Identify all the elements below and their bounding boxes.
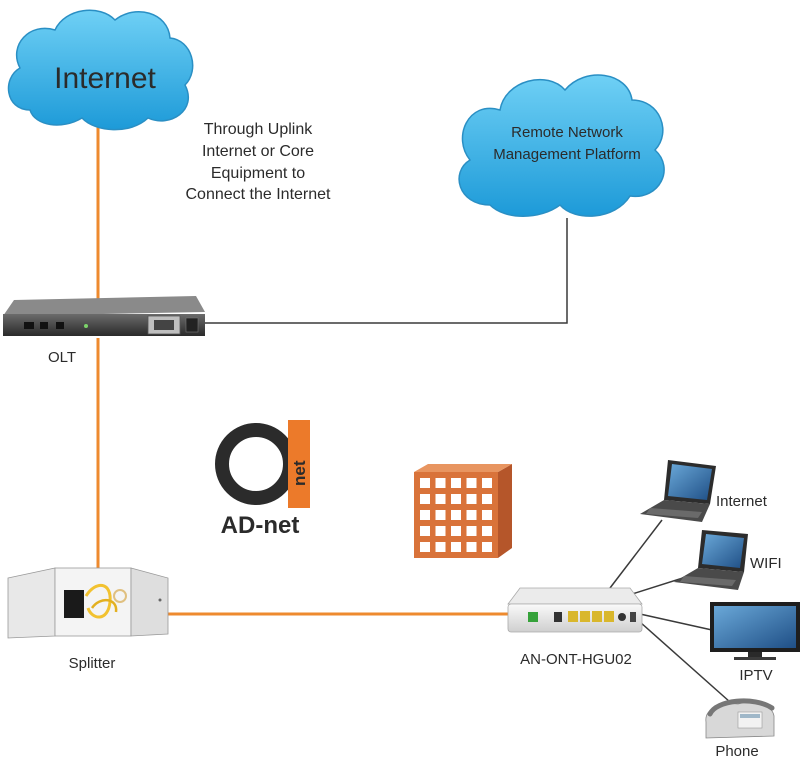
logo-bar-icon xyxy=(288,420,310,508)
remote-cloud-label-line1: Remote Network xyxy=(511,124,623,141)
client-iptv-label: IPTV xyxy=(739,667,772,684)
phone-icon xyxy=(705,698,775,739)
remote-management-cloud: Remote Network Management Platform xyxy=(458,74,665,217)
cloud-icon xyxy=(7,9,194,131)
ont-router-icon xyxy=(507,587,643,633)
logo-brand-text: AD-net xyxy=(221,512,300,539)
adnet-logo: net AD-net xyxy=(215,420,310,539)
internet-cloud: Internet xyxy=(7,9,194,131)
laptop-icon xyxy=(674,530,748,590)
uplink-note-line2: Internet or Core xyxy=(202,143,314,160)
ont-device: AN-ONT-HGU02 xyxy=(507,587,643,668)
splitter-cabinet-icon xyxy=(7,567,169,639)
client-phone-label: Phone xyxy=(715,743,758,759)
laptop-icon xyxy=(640,460,716,522)
client-internet-label: Internet xyxy=(716,493,768,510)
client-wifi: WIFI xyxy=(674,530,782,590)
mgmt-link-olt-remote xyxy=(205,218,568,324)
splitter-device: Splitter xyxy=(7,567,169,672)
olt-device: OLT xyxy=(3,296,205,366)
uplink-note-line3: Equipment to xyxy=(211,165,305,182)
logo-mark-text: net xyxy=(290,460,309,486)
client-iptv: IPTV xyxy=(710,602,800,684)
links xyxy=(96,110,731,703)
logo-ring-icon xyxy=(215,423,297,505)
client-wifi-label: WIFI xyxy=(750,555,782,572)
olt-label: OLT xyxy=(48,349,76,366)
uplink-note: Through Uplink Internet or Core Equipmen… xyxy=(186,121,332,203)
building-icon xyxy=(414,464,512,558)
tv-icon xyxy=(710,602,800,660)
link-ont-internet-laptop xyxy=(609,519,663,589)
olt-rack-icon xyxy=(3,296,205,336)
splitter-label: Splitter xyxy=(69,655,116,672)
ont-label: AN-ONT-HGU02 xyxy=(520,651,632,668)
client-internet: Internet xyxy=(640,460,768,522)
uplink-note-line4: Connect the Internet xyxy=(186,186,332,203)
link-ont-phone xyxy=(639,621,731,703)
client-phone: Phone xyxy=(705,698,775,759)
cloud-icon xyxy=(458,74,665,217)
link-ont-tv xyxy=(639,613,713,631)
remote-cloud-label-line2: Management Platform xyxy=(493,146,641,163)
internet-cloud-label: Internet xyxy=(54,62,156,95)
uplink-note-line1: Through Uplink xyxy=(204,121,314,138)
